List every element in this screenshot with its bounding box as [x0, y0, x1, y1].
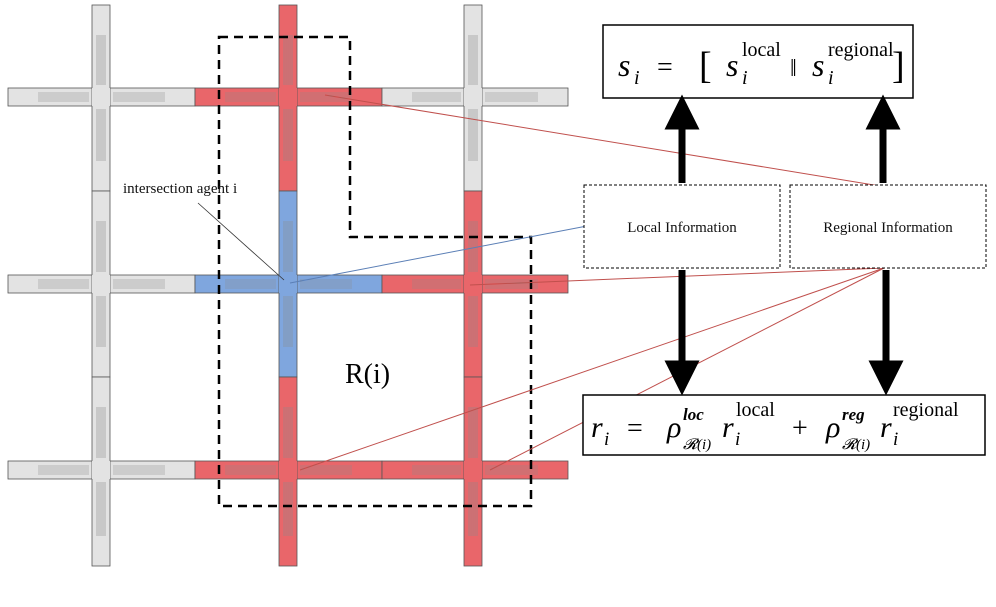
state-regional-sup: regional — [828, 39, 894, 61]
reward-r-regional: r — [880, 411, 892, 444]
reward-equals: = — [627, 413, 643, 444]
local-info-label: Local Information — [627, 220, 737, 236]
region-boundary — [217, 35, 533, 508]
reward-r-local-sub: i — [735, 429, 740, 450]
intersection — [279, 461, 297, 479]
intersection — [279, 88, 297, 106]
regional-info-box: Regional Information — [789, 184, 987, 269]
reward-reg-sup: reg — [842, 405, 865, 424]
regional-info-label: Regional Information — [823, 220, 953, 236]
state-concat: ‖ — [790, 56, 797, 82]
intersection — [464, 275, 482, 293]
state-s-local: s — [726, 47, 738, 83]
reward-rho-reg: ρ — [825, 411, 840, 444]
reward-r-sub: i — [604, 429, 609, 450]
intersection — [464, 88, 482, 106]
agent-pointer-line — [197, 202, 285, 281]
reward-loc-sup: loc — [683, 405, 704, 424]
reward-equation-box: r i = ρ loc 𝓡(i) r i local + ρ reg 𝓡(i) … — [582, 394, 986, 456]
state-lbracket: [ — [699, 45, 712, 87]
state-s-regional: s — [812, 47, 824, 83]
intersection — [92, 88, 110, 106]
reward-rho-loc-sub: 𝓡(i) — [683, 437, 711, 453]
reward-r: r — [591, 411, 603, 444]
state-equals: = — [657, 52, 673, 83]
connector-regional-top — [324, 94, 881, 187]
connector-regional-bl — [299, 267, 885, 471]
connector-local — [289, 225, 588, 284]
reward-local-sup: local — [736, 399, 775, 421]
reward-r-regional-sub: i — [893, 429, 898, 450]
local-info-box: Local Information — [583, 184, 781, 269]
reward-rho-loc: ρ — [666, 411, 681, 444]
state-equation-box: s i = [ s i local ‖ s i regional ] — [602, 24, 914, 99]
road-grid — [7, 4, 569, 567]
state-s-local-sub: i — [742, 67, 748, 89]
reward-r-local: r — [722, 411, 734, 444]
state-s: s — [618, 47, 630, 83]
flow-arrows — [664, 94, 904, 396]
region-label: R(i) — [345, 359, 390, 390]
connector-regional-mid — [469, 267, 885, 286]
reward-regional-sup: regional — [893, 399, 959, 421]
agent-label: intersection agent i — [123, 181, 237, 197]
state-local-sup: local — [742, 39, 781, 61]
intersection — [92, 275, 110, 293]
state-rbracket: ] — [892, 45, 905, 87]
state-s-sub: i — [634, 67, 640, 89]
intersection — [464, 461, 482, 479]
intersection — [92, 461, 110, 479]
reward-rho-reg-sub: 𝓡(i) — [842, 437, 870, 453]
reward-plus: + — [792, 413, 808, 444]
state-s-regional-sub: i — [828, 67, 834, 89]
